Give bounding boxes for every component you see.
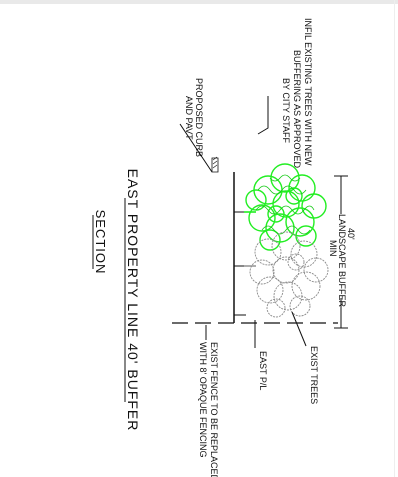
buffer-note-1-wrap: 40': [346, 228, 356, 240]
fence-note-line-2: WITH 8' OPAQUE FENCING: [198, 342, 208, 458]
curb-note-1-wrap: PROPOSED CURB: [194, 78, 204, 157]
east-pl-wrap: EAST P/L: [258, 351, 268, 390]
subtitle-block: SECTION: [92, 210, 108, 275]
infill-note-3-wrap: BY CITY STAFF: [281, 78, 291, 144]
buffer-label-mask: [330, 214, 352, 298]
buffer-note-3-wrap: MIN: [328, 240, 338, 257]
buffer-note-2-wrap: LANDSCAPE BUFFER: [337, 214, 347, 308]
infill-note-line-3: BY CITY STAFF: [281, 78, 291, 144]
top-frame-bar: [0, 0, 398, 4]
curb-leader-line: [179, 123, 213, 173]
infill-leader-line: [257, 96, 269, 135]
infill-note: INFIL EXISTING TREES WITH NEW: [303, 18, 313, 166]
existing-trees: [249, 231, 329, 318]
curb-note-2-wrap: AND PAVT: [184, 96, 194, 140]
title-block: EAST PROPERTY LINE 40' BUFFER: [124, 169, 141, 432]
infill-note-line-1: INFIL EXISTING TREES WITH NEW: [303, 18, 313, 166]
curb-shape: [211, 157, 219, 173]
drawing-subtitle: SECTION: [93, 210, 108, 275]
infill-note-line-2: BUFFERING AS APPROVED: [292, 50, 302, 169]
curb-note-line-1: PROPOSED CURB: [194, 78, 204, 157]
east-pl-note: EAST P/L: [258, 351, 268, 390]
exist-trees-leader: [291, 311, 307, 347]
infill-note-2-wrap: BUFFERING AS APPROVED: [292, 50, 302, 169]
curb-hatch: [212, 156, 218, 169]
fence-note-line-1: EXIST FENCE TO BE REPLACED: [209, 342, 219, 477]
buffer-note-line-1: 40': [346, 228, 356, 240]
drawing-title: EAST PROPERTY LINE 40' BUFFER: [125, 169, 141, 432]
exist-trees-note: EXIST TREES: [309, 346, 319, 404]
fence-note-1-wrap: EXIST FENCE TO BE REPLACED: [209, 342, 219, 477]
exist-trees-wrap: EXIST TREES: [309, 346, 319, 404]
new-trees: [245, 163, 327, 251]
buffer-note-line-2: LANDSCAPE BUFFER: [337, 214, 347, 308]
right-frame-line: [394, 0, 395, 477]
buffer-note-line-3: MIN: [328, 240, 338, 257]
fence-note-2-wrap: WITH 8' OPAQUE FENCING: [198, 342, 208, 458]
new-trees-texture: [255, 174, 315, 235]
curb-note-line-2: AND PAVT: [184, 96, 194, 140]
